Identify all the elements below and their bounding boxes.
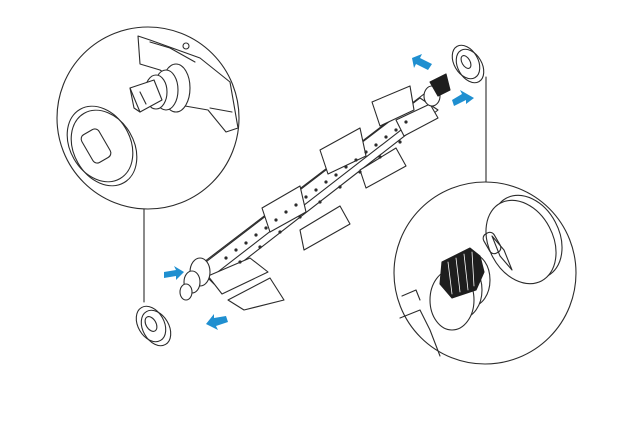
leader-lines — [143, 76, 487, 303]
arrow-insert-icon — [452, 90, 474, 106]
arrow-remove-icon — [412, 54, 432, 70]
bristle-tufts — [224, 120, 408, 264]
end-cap-left — [135, 305, 172, 347]
arrows — [164, 54, 474, 330]
detail-callout-right — [393, 181, 577, 365]
arrow-remove-icon — [206, 314, 228, 330]
end-cap-right — [451, 44, 485, 84]
detail-callout-left — [56, 26, 240, 210]
brush-roll — [179, 73, 451, 311]
arrow-insert-icon — [164, 266, 184, 280]
